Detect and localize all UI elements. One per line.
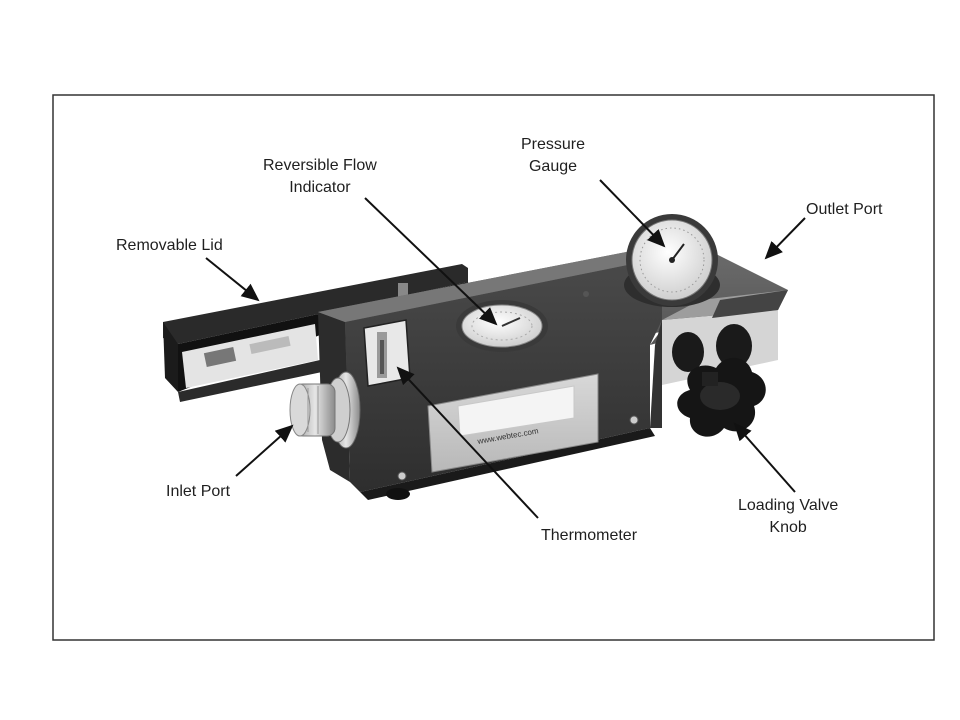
label-loading-valve-line2: Knob — [769, 519, 807, 536]
label-loading-valve-line1: Loading Valve — [738, 497, 839, 514]
label-pressure-gauge-line1: Pressure — [521, 136, 586, 153]
label-flow-indicator-line1: Reversible Flow — [263, 157, 377, 174]
flow-indicator-dial — [456, 300, 548, 352]
arrow-flow-indicator — [364, 197, 498, 326]
arrow-pressure-gauge — [599, 179, 666, 248]
arrow-removable-lid — [205, 257, 260, 302]
inlet-port-fitting — [289, 371, 361, 449]
label-inlet-port-text: Inlet Port — [166, 483, 231, 500]
arrow-outlet-port — [764, 217, 806, 260]
label-thermometer: Thermometer — [541, 525, 637, 547]
label-outlet-port-text: Outlet Port — [806, 201, 883, 218]
label-loading-valve-knob: Loading Valve Knob — [738, 495, 838, 539]
arrow-thermometer — [396, 366, 539, 519]
arrow-inlet-port — [235, 424, 294, 477]
label-removable-lid: Removable Lid — [116, 235, 223, 257]
label-removable-lid-text: Removable Lid — [116, 237, 223, 254]
label-outlet-port: Outlet Port — [806, 199, 882, 221]
leader-lines — [205, 179, 806, 519]
label-pressure-gauge: Pressure Gauge — [521, 134, 585, 178]
label-reversible-flow-indicator: Reversible Flow Indicator — [263, 155, 377, 199]
label-flow-indicator-line2: Indicator — [289, 179, 351, 196]
label-pressure-gauge-line2: Gauge — [528, 158, 578, 175]
arrow-loading-valve-knob — [733, 422, 796, 493]
label-inlet-port: Inlet Port — [166, 481, 230, 503]
faceplate — [427, 373, 599, 473]
loading-valve-knob — [672, 324, 766, 437]
thermometer-window — [363, 319, 411, 387]
label-thermometer-text: Thermometer — [541, 527, 638, 544]
